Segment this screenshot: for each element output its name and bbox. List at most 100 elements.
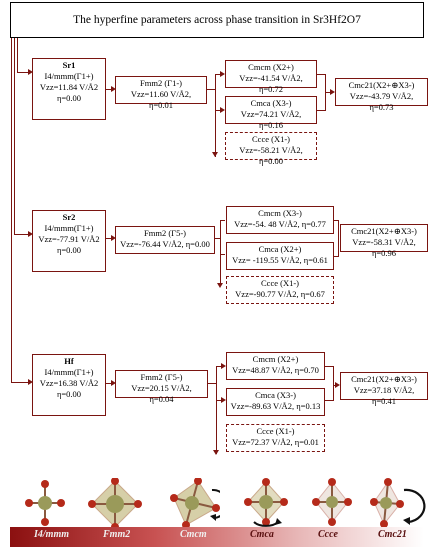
sr1-merge-b <box>317 110 325 112</box>
sr1-parent-box: Sr1 I4/mmm(Γ1+) Vzz=11.84 V/Å2 η=0.00 <box>32 58 106 120</box>
sr1-arrow-fmm2 <box>111 86 116 92</box>
sr2-cmca-vzz: Vzz= -119.55 V/Å2, η=0.61 <box>232 255 328 265</box>
branch-sr1 <box>17 72 31 74</box>
phase-label-ccce: Ccce <box>318 529 338 540</box>
sr2-fmm2-vzz: Vzz=-76.44 V/Å2, η=0.00 <box>120 239 210 249</box>
octahedron-i4mmm-icon <box>25 480 65 526</box>
spine-line-3 <box>17 38 19 72</box>
sr2-cmc21-vzz: Vzz=-58.31 V/Å2, η=0.96 <box>352 237 416 258</box>
spine-line-1 <box>11 38 13 382</box>
octahedron-cmcm-icon <box>170 478 220 529</box>
phase-label-cmcm: Cmcm <box>180 529 207 540</box>
sr2-arrow-ccce <box>217 283 223 288</box>
sr2-cmcm-box: Cmcm (X3-) Vzz=-54. 48 V/Å2, η=0.77 <box>226 206 334 234</box>
sr1-fmm2-vzz: Vzz=11.60 V/Å2, η=0.01 <box>130 89 192 110</box>
hf-parent-group: I4/mmm(Γ1+) <box>44 367 94 377</box>
hf-fmm2-vzz: Vzz=20.15 V/Å2, η=0.04 <box>131 383 192 404</box>
sr2-merge-a <box>334 220 338 222</box>
sr1-ccce-label: Ccce (X1-) <box>252 134 290 144</box>
sr1-cmcm-label: Cmcm (X2+) <box>248 62 294 72</box>
sr1-cmc21-label: Cmc21(X2+⊕X3-) <box>348 80 415 90</box>
phase-label-cmca: Cmca <box>250 529 274 540</box>
hf-to-fmm2 <box>106 383 114 385</box>
hf-cmcm-vzz: Vzz=48.87 V/Å2, η=0.70 <box>232 365 319 375</box>
hf-cmc21-vzz: Vzz=37.18 V/Å2, η=0.41 <box>353 385 415 406</box>
hf-parent-vzz: Vzz=16.38 V/Å2 <box>39 378 99 388</box>
sr2-fork-cmcm <box>220 220 225 222</box>
sr2-ccce-vzz: Vzz=-90.77 V/Å2, η=0.67 <box>235 289 325 299</box>
octahedron-fmm2-icon <box>88 478 142 530</box>
hf-arrow-fmm2 <box>111 380 116 386</box>
sr2-parent-eta: η=0.00 <box>56 245 82 255</box>
sr1-cmca-box: Cmca (X3-) Vzz=74.21 V/Å2, η=0.16 <box>225 96 317 130</box>
hf-cmcm-box: Cmcm (X2+) Vzz=48.87 V/Å2, η=0.70 <box>226 352 325 380</box>
arrow-hf <box>28 379 33 385</box>
sr2-ccce-box: Ccce (X1-) Vzz=-90.77 V/Å2, η=0.67 <box>226 276 334 304</box>
sr2-to-fmm2 <box>106 238 114 240</box>
hf-arrow-ccce <box>213 450 219 455</box>
sr1-site-name: Sr1 <box>62 60 76 70</box>
sr2-cmc21-label: Cmc21(X2+⊕X3-) <box>351 226 417 236</box>
sr1-ccce-box: Ccce (X1-) Vzz=-58.21 V/Å2, η=0.00 <box>225 132 317 166</box>
hf-arrow-cmca <box>221 397 226 403</box>
sr2-merge-b <box>334 256 338 258</box>
sr2-fork-cmca <box>220 254 225 256</box>
branch-hf <box>11 382 31 384</box>
sr1-arrow-cmca <box>220 107 225 113</box>
sr1-arrow-ccce <box>212 152 218 157</box>
hf-cmca-label: Cmca (X3-) <box>255 390 296 400</box>
hf-fork-cmcm <box>216 366 224 368</box>
octahedron-ccce-icon <box>312 478 352 526</box>
sr1-cmcm-box: Cmcm (X2+) Vzz=-41.54 V/Å2, η=0.72 <box>225 60 317 94</box>
hf-parent-eta: η=0.00 <box>56 389 82 399</box>
sr2-cmcm-vzz: Vzz=-54. 48 V/Å2, η=0.77 <box>234 219 326 229</box>
sr1-parent-group: I4/mmm(Γ1+) <box>44 71 94 81</box>
octahedron-cmc21-icon <box>370 478 426 528</box>
diagram-title: The hyperfine parameters across phase tr… <box>10 2 424 38</box>
sr1-cmc21-vzz: Vzz=-43.79 V/Å2, η=0.73 <box>349 91 414 112</box>
hf-cmc21-box: Cmc21(X2+⊕X3-) Vzz=37.18 V/Å2, η=0.41 <box>340 372 428 406</box>
sr2-fmm2-box: Fmm2 (Γ5-) Vzz=-76.44 V/Å2, η=0.00 <box>115 226 215 254</box>
sr2-parent-vzz: Vzz=-77.91 V/Å2 <box>38 234 100 244</box>
hf-merge-a <box>325 366 333 368</box>
sr2-merge-v <box>338 220 340 257</box>
sr2-parent-box: Sr2 I4/mmm(Γ1+) Vzz=-77.91 V/Å2 η=0.00 <box>32 210 106 272</box>
sr1-arrow-cmcm <box>220 71 225 77</box>
branch-sr2 <box>14 234 31 236</box>
hf-fork-cmca <box>216 400 224 402</box>
hf-parent-box: Hf I4/mmm(Γ1+) Vzz=16.38 V/Å2 η=0.00 <box>32 354 106 416</box>
hf-cmca-vzz: Vzz=-89.63 V/Å2, η=0.13 <box>230 401 321 411</box>
hf-cmcm-label: Cmcm (X2+) <box>252 354 299 364</box>
sr1-fork-h <box>207 89 215 91</box>
sr1-merge-h <box>325 92 333 94</box>
sr1-cmca-vzz: Vzz=74.21 V/Å2, η=0.16 <box>240 109 302 130</box>
sr1-fork-cmcm <box>215 74 223 76</box>
phase-label-cmc21: Cmc21 <box>378 529 407 540</box>
phase-label-fmm2: Fmm2 <box>103 529 131 540</box>
sr1-fmm2-box: Fmm2 (Γ1-) Vzz=11.60 V/Å2, η=0.01 <box>115 76 207 110</box>
arrow-sr1 <box>28 69 33 75</box>
sr2-fork-h <box>215 238 220 240</box>
sr1-merge-a <box>317 74 325 76</box>
phase-label-i4mmm: I4/mmm <box>34 529 70 540</box>
hf-fork-h <box>208 383 216 385</box>
hf-fmm2-box: Fmm2 (Γ5-) Vzz=20.15 V/Å2, η=0.04 <box>115 370 208 404</box>
hf-site-name: Hf <box>64 356 74 366</box>
sr2-fmm2-label: Fmm2 (Γ5-) <box>144 228 186 238</box>
hf-ccce-vzz: Vzz=72.37 V/Å2, η=0.01 <box>232 437 319 447</box>
hf-fmm2-label: Fmm2 (Γ5-) <box>140 372 183 382</box>
hf-fork-v <box>216 366 218 454</box>
sr1-cmc21-box: Cmc21(X2+⊕X3-) Vzz=-43.79 V/Å2, η=0.73 <box>335 78 428 112</box>
sr1-to-fmm2 <box>106 89 114 91</box>
sr2-cmcm-label: Cmcm (X3-) <box>258 208 302 218</box>
hf-cmca-box: Cmca (X3-) Vzz=-89.63 V/Å2, η=0.13 <box>226 388 325 416</box>
sr2-fork-v <box>220 220 222 286</box>
sr1-arrow-cmc21 <box>330 89 335 95</box>
sr2-cmc21-box: Cmc21(X2+⊕X3-) Vzz=-58.31 V/Å2, η=0.96 <box>340 224 428 258</box>
hf-arrow-cmcm <box>221 363 226 369</box>
hf-merge-b <box>325 400 333 402</box>
arrow-sr2 <box>28 231 33 237</box>
sr1-cmca-label: Cmca (X3-) <box>250 98 292 108</box>
sr2-parent-group: I4/mmm(Γ1+) <box>44 223 94 233</box>
